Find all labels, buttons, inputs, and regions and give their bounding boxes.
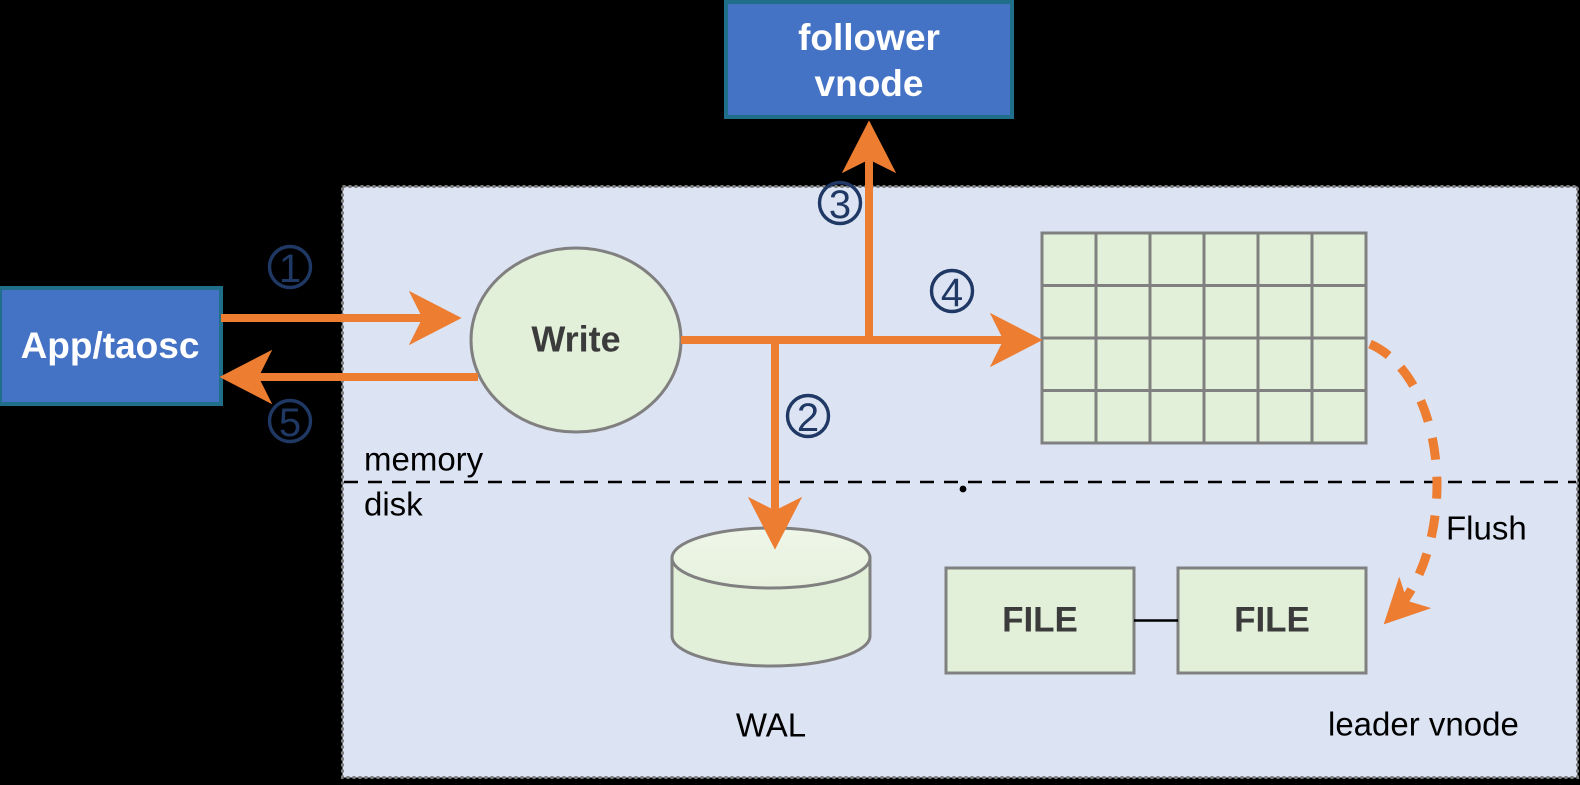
step-badge-1-circle bbox=[267, 244, 313, 290]
step-badge-4-circle bbox=[929, 268, 975, 314]
wal-cylinder[interactable] bbox=[670, 526, 872, 668]
wal-label: WAL bbox=[736, 707, 806, 744]
step-badge-1: 1 bbox=[267, 244, 313, 291]
follower-vnode-label-line1: follower bbox=[798, 17, 940, 58]
step-badge-2-label: 2 bbox=[797, 396, 819, 440]
step-badge-3-label: 3 bbox=[829, 183, 851, 227]
file-box-2-label: FILE bbox=[1234, 600, 1310, 639]
step-badge-4-label: 4 bbox=[941, 271, 963, 315]
step-badge-1-label: 1 bbox=[279, 247, 301, 291]
leader-vnode-caption: leader vnode bbox=[1328, 706, 1519, 743]
follower-vnode-box[interactable] bbox=[724, 0, 1014, 119]
flush-label: Flush bbox=[1446, 510, 1527, 547]
step-badge-5-circle bbox=[267, 398, 313, 444]
disk-zone-label: disk bbox=[364, 486, 423, 523]
divider-dot bbox=[959, 485, 967, 493]
file-box-1[interactable] bbox=[944, 566, 1136, 675]
app-taosc-box[interactable] bbox=[0, 286, 223, 406]
memory-zone-label: memory bbox=[364, 441, 484, 478]
app-taosc-label: App/taosc bbox=[21, 325, 200, 366]
memtable-grid[interactable] bbox=[1040, 231, 1368, 445]
step-badge-3-circle bbox=[817, 180, 863, 226]
step-badge-3: 3 bbox=[817, 180, 863, 227]
step-badge-2-circle bbox=[785, 393, 831, 439]
step-badge-2: 2 bbox=[785, 393, 831, 440]
step-badge-4: 4 bbox=[929, 268, 975, 315]
file-box-1-label: FILE bbox=[1002, 600, 1078, 639]
step-badge-5: 5 bbox=[267, 398, 313, 445]
follower-vnode-label-line2: vnode bbox=[815, 63, 924, 104]
write-node-label: Write bbox=[531, 319, 620, 360]
step-badge-5-label: 5 bbox=[279, 401, 301, 445]
